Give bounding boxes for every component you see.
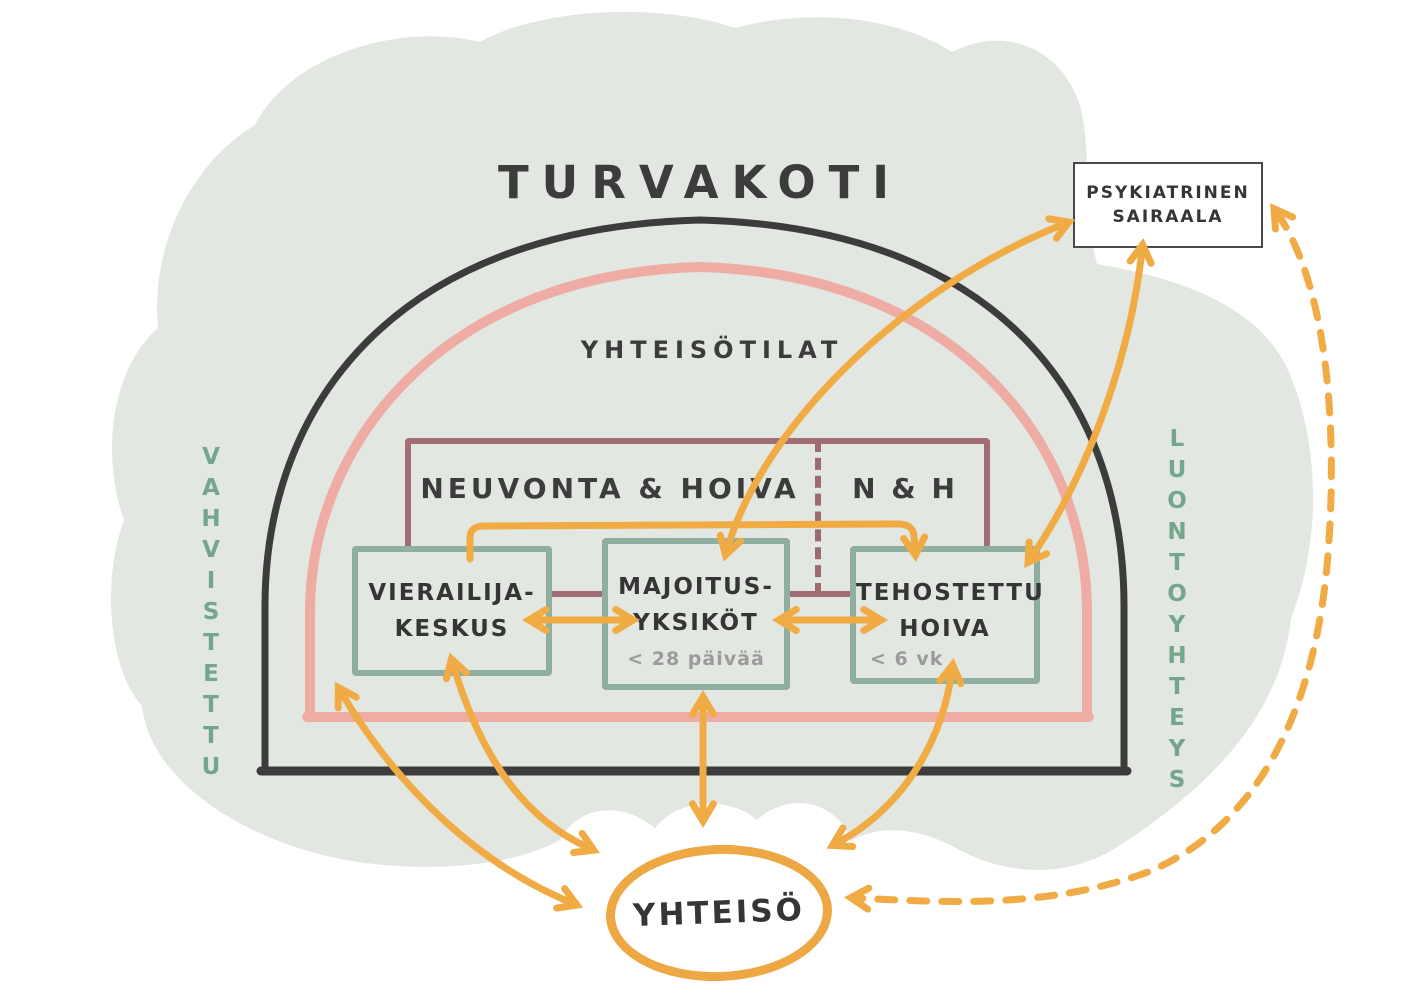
- side-label-nature-connection: L U O N T O Y H T E Y S: [1167, 426, 1187, 793]
- visitor-center-label-line1: VIERAILIJA-: [368, 580, 536, 606]
- side-label-strengthened: V A H V I S T E T T U: [201, 444, 221, 780]
- accommodation-units-duration-note: < 28 päivää: [627, 648, 765, 670]
- accommodation-units-label-line1: MAJOITUS-: [618, 574, 774, 600]
- diagram-title: TURVAKOTI: [497, 156, 903, 209]
- psychiatric-hospital-label-line2: SAIRAALA: [1112, 207, 1224, 227]
- enhanced-care-label-line2: HOIVA: [899, 616, 991, 642]
- counseling-care-short-label: N & H: [852, 472, 958, 505]
- community-spaces-label: YHTEISÖTILAT: [580, 336, 844, 364]
- counseling-care-label: NEUVONTA & HOIVA: [420, 472, 800, 505]
- enhanced-care-box: TEHOSTETTU HOIVA < 6 vk: [850, 546, 1045, 684]
- enhanced-care-duration-note: < 6 vk: [870, 648, 944, 670]
- psychiatric-hospital-box: PSYKIATRINEN SAIRAALA: [1073, 162, 1263, 248]
- accommodation-units-label-line2: YKSIKÖT: [633, 610, 759, 636]
- enhanced-care-label-line1: TEHOSTETTU: [856, 580, 1045, 606]
- accommodation-units-box: MAJOITUS- YKSIKÖT < 28 päivää: [602, 538, 790, 690]
- counseling-care-divider: [815, 440, 821, 595]
- visitor-center-box: VIERAILIJA- KESKUS: [352, 546, 552, 676]
- community-label: YHTEISÖ: [632, 892, 806, 934]
- visitor-center-label-line2: KESKUS: [394, 616, 510, 642]
- psychiatric-hospital-label-line1: PSYKIATRINEN: [1086, 182, 1250, 203]
